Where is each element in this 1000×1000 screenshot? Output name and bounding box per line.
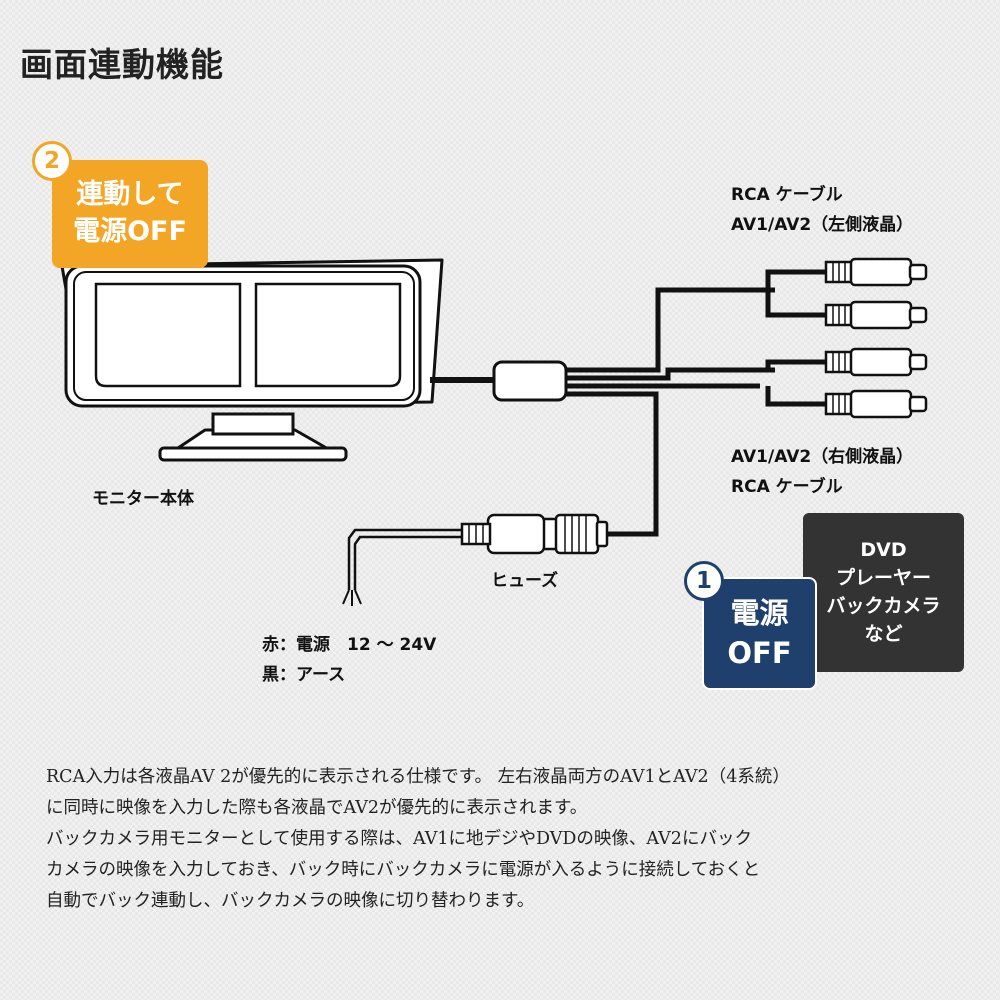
wire-red-label: 赤：電源 12 〜 24V bbox=[262, 635, 437, 655]
monitor-label: モニター本体 bbox=[92, 489, 194, 509]
rca-top-label-line1: RCA ケーブル bbox=[731, 185, 843, 205]
auto-off-line1: 連動して bbox=[76, 179, 184, 210]
source-device-box: DVD プレーヤー バックカメラ など bbox=[803, 513, 964, 672]
description-text: RCA入力は各液晶AV 2が優先的に表示される仕様です。 左右液晶両方のAV1と… bbox=[46, 762, 976, 917]
rca-bottom-label-line1: AV1/AV2（右側液晶） bbox=[731, 447, 914, 467]
rca-top-label-line2: AV1/AV2（左側液晶） bbox=[731, 215, 914, 235]
power-off-badge: 電源 OFF bbox=[702, 577, 817, 690]
wire-black-label: 黒：アース bbox=[262, 665, 346, 685]
device-line2: プレーヤー bbox=[835, 567, 931, 589]
auto-off-line2: 電源OFF bbox=[73, 216, 187, 247]
fuse-holder bbox=[460, 513, 609, 555]
description-line: RCA入力は各液晶AV 2が優先的に表示される仕様です。 左右液晶両方のAV1と… bbox=[46, 767, 790, 787]
step-number-1: 1 bbox=[684, 561, 724, 601]
page-title: 画面連動機能 bbox=[20, 45, 224, 84]
description-line: バックカメラ用モニターとして使用する際は、AV1に地デジやDVDの映像、AV2に… bbox=[46, 829, 752, 849]
auto-power-off-badge: 連動して 電源OFF bbox=[52, 160, 208, 268]
rca-plug bbox=[824, 257, 928, 287]
description-line: に同時に映像を入力した際も各液晶でAV2が優先的に表示されます。 bbox=[46, 798, 588, 818]
rca-bottom-label-line2: RCA ケーブル bbox=[731, 477, 843, 497]
power-off-line1: 電源 bbox=[730, 596, 789, 630]
device-line4: など bbox=[864, 623, 903, 645]
fuse-label: ヒューズ bbox=[491, 571, 559, 591]
rca-plug bbox=[824, 300, 928, 330]
description-line: 自動でバック連動し、バックカメラの映像に切り替わります。 bbox=[46, 891, 535, 911]
rca-plug bbox=[824, 389, 928, 419]
device-line3: バックカメラ bbox=[826, 595, 941, 617]
monitor-illustration bbox=[60, 258, 444, 462]
device-line1: DVD bbox=[860, 539, 907, 561]
step-number-2: 2 bbox=[32, 141, 72, 181]
description-line: カメラの映像を入力しておき、バック時にバックカメラに電源が入るように接続しておく… bbox=[46, 860, 761, 880]
power-off-line2: OFF bbox=[727, 636, 792, 670]
rca-plug bbox=[824, 347, 928, 377]
